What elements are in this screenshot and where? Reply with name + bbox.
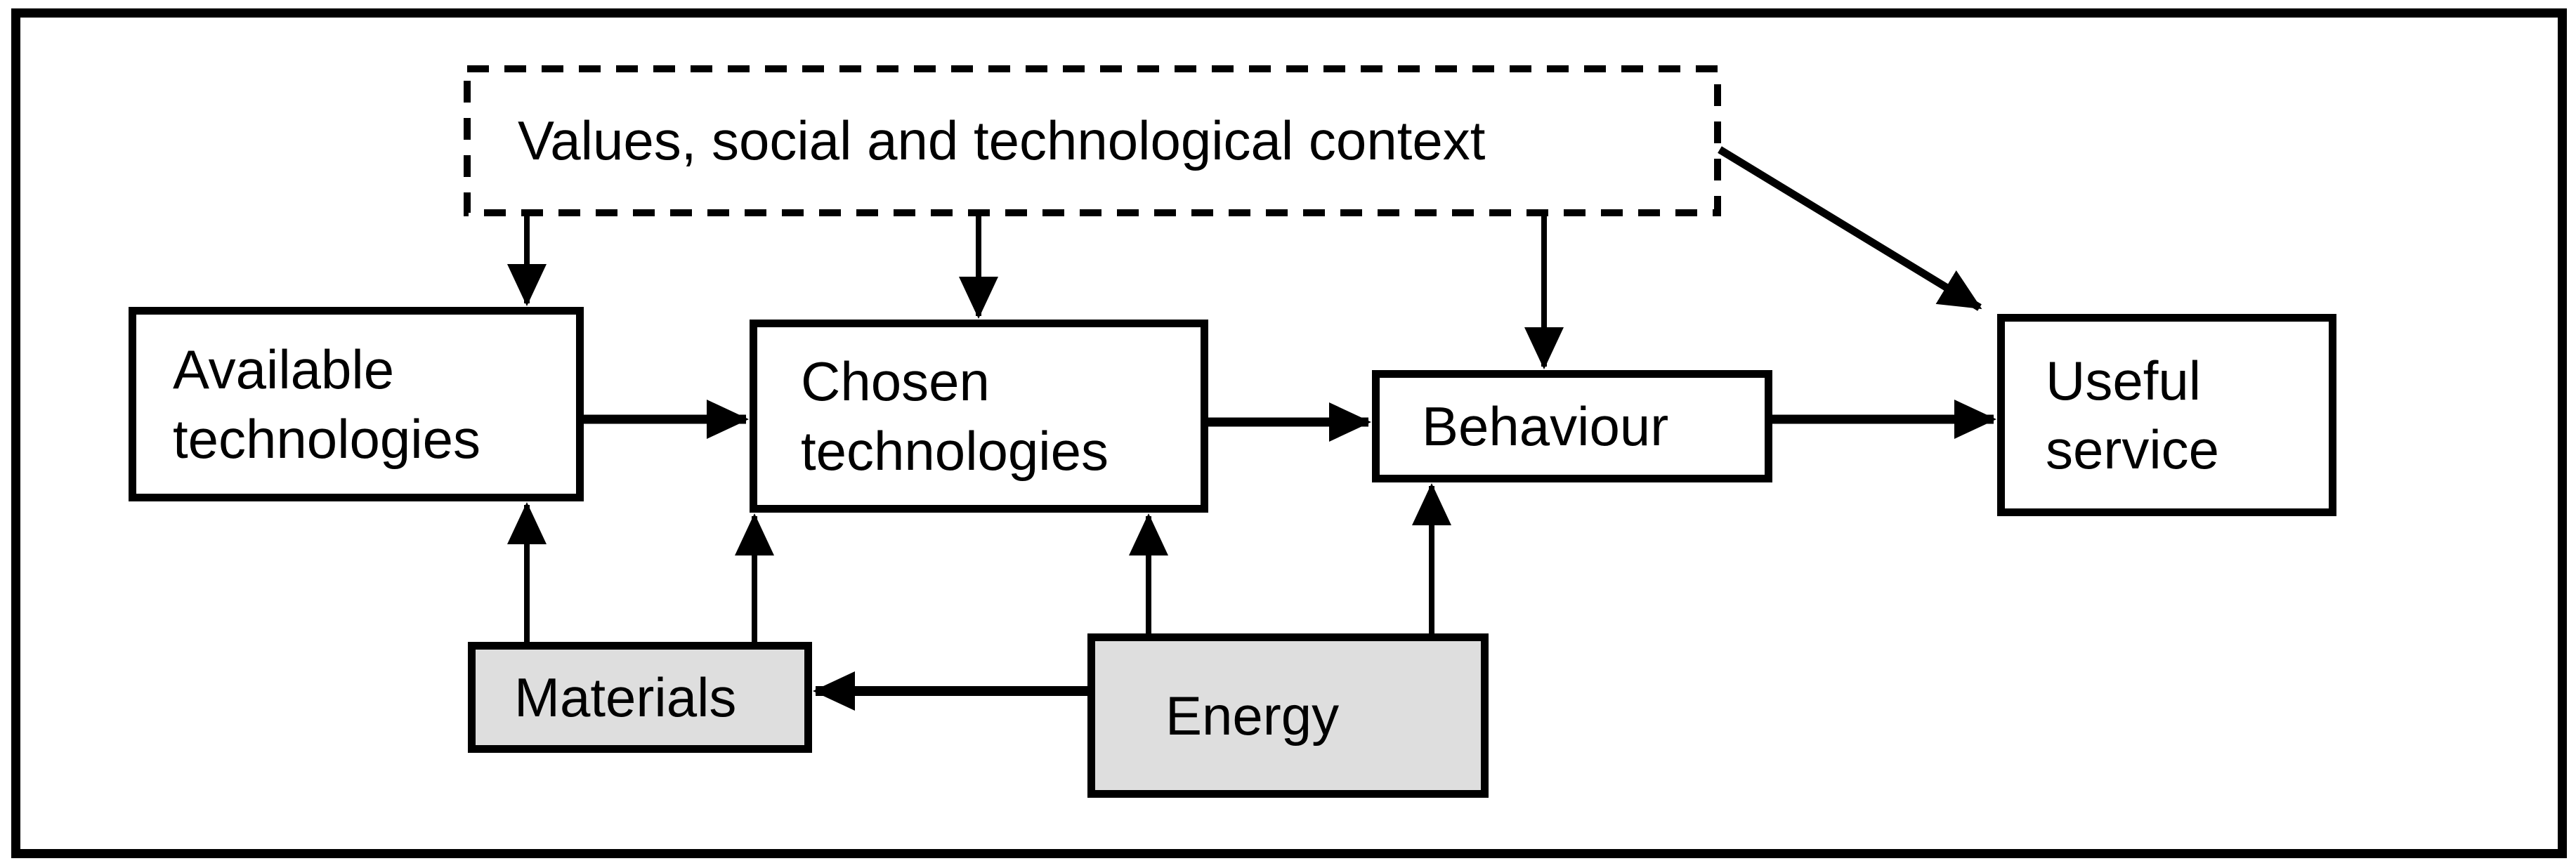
node-energy: Energy	[1087, 633, 1489, 798]
node-useful-service: Useful service	[1997, 314, 2336, 516]
useful-service-label: Useful service	[2046, 349, 2220, 480]
context-box-dashed-outline	[464, 65, 1721, 216]
behaviour-label: Behaviour	[1422, 395, 1669, 457]
node-available-technologies: Available technologies	[129, 307, 584, 501]
arrow-context-to-useful-service	[1718, 146, 1982, 311]
energy-label: Energy	[1165, 684, 1340, 747]
chosen-technologies-label: Chosen technologies	[801, 350, 1109, 482]
node-chosen-technologies: Chosen technologies	[750, 320, 1208, 513]
materials-label: Materials	[514, 666, 737, 728]
figure-border	[11, 8, 2567, 858]
node-materials: Materials	[468, 642, 812, 753]
available-technologies-label: Available technologies	[173, 338, 480, 470]
context-label: Values, social and technological context	[518, 110, 1486, 172]
node-behaviour: Behaviour	[1372, 370, 1772, 482]
node-values-social-technological-context: Values, social and technological context	[467, 69, 1718, 213]
